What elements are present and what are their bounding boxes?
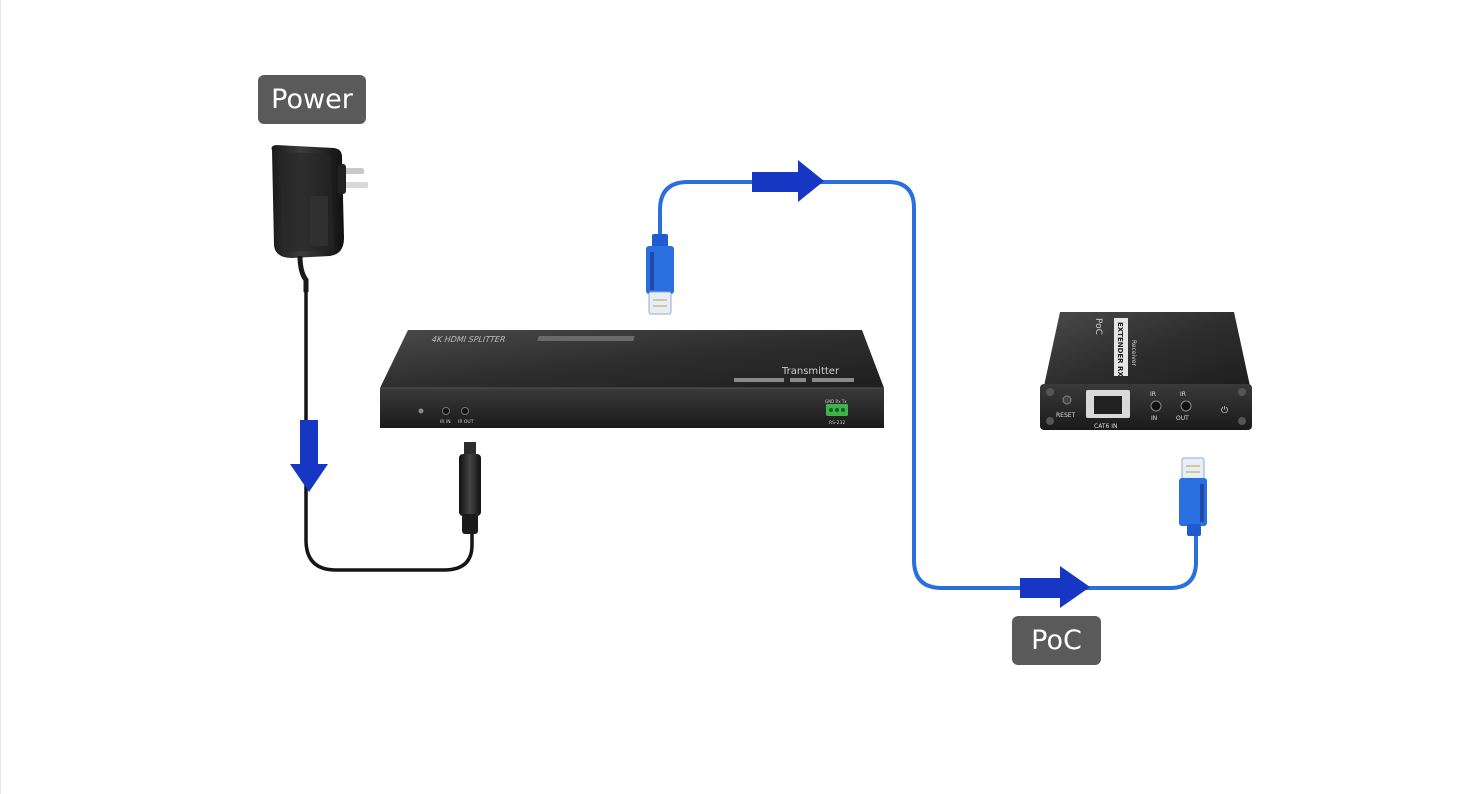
ir-out-top-label: IR xyxy=(1180,391,1186,398)
ir-out-label: IR OUT xyxy=(458,419,474,425)
signal-flow-arrow-bottom xyxy=(1020,566,1090,608)
receiver-ir-in-label: IN xyxy=(1151,415,1157,422)
reset-button xyxy=(1062,395,1072,405)
rs232-label: RS-232 xyxy=(829,420,845,426)
transmitter-side-title: Transmitter xyxy=(781,366,840,377)
transmitter-top-title: 4K HDMI SPLITTER xyxy=(430,334,507,344)
signal-flow-arrow-top xyxy=(752,160,824,202)
poc-label: PoC xyxy=(1012,616,1101,665)
frame-edge xyxy=(0,0,1,794)
receiver-ir-out-port xyxy=(1180,400,1192,412)
ir-in-top-label: IR xyxy=(1150,391,1156,398)
rs232-pins-label: GND Rx Tx xyxy=(825,399,847,404)
cat6-in-label: CAT6 IN xyxy=(1094,423,1117,430)
power-led xyxy=(418,408,424,414)
receiver-ir-in-port xyxy=(1150,400,1162,412)
rj45-connector-transmitter xyxy=(646,234,674,315)
ir-out-port xyxy=(461,407,469,415)
transmitter-device: 4K HDMI SPLITTER Transmitter IR IN IR OU… xyxy=(380,330,884,428)
power-flow-arrow xyxy=(290,420,328,492)
power-adapter xyxy=(271,145,368,292)
receiver-top-badge: EXTENDER RX xyxy=(1116,322,1124,377)
cat6-cable xyxy=(658,180,1198,590)
receiver-power-icon: ⏻ xyxy=(1221,405,1228,416)
receiver-device: PoC EXTENDER RX Receiver RESET CAT6 IN I… xyxy=(1040,312,1252,430)
ir-in-port xyxy=(442,407,450,415)
dc-plug xyxy=(459,442,481,534)
receiver-ir-out-label: OUT xyxy=(1176,415,1189,422)
ir-in-label: IR IN xyxy=(440,419,451,425)
receiver-top-sub: Receiver xyxy=(1130,340,1137,366)
receiver-top-poc: PoC xyxy=(1093,318,1103,335)
power-label: Power xyxy=(258,75,366,124)
rj45-connector-receiver xyxy=(1179,457,1207,536)
reset-label: RESET xyxy=(1056,412,1076,419)
power-cable xyxy=(304,290,474,572)
